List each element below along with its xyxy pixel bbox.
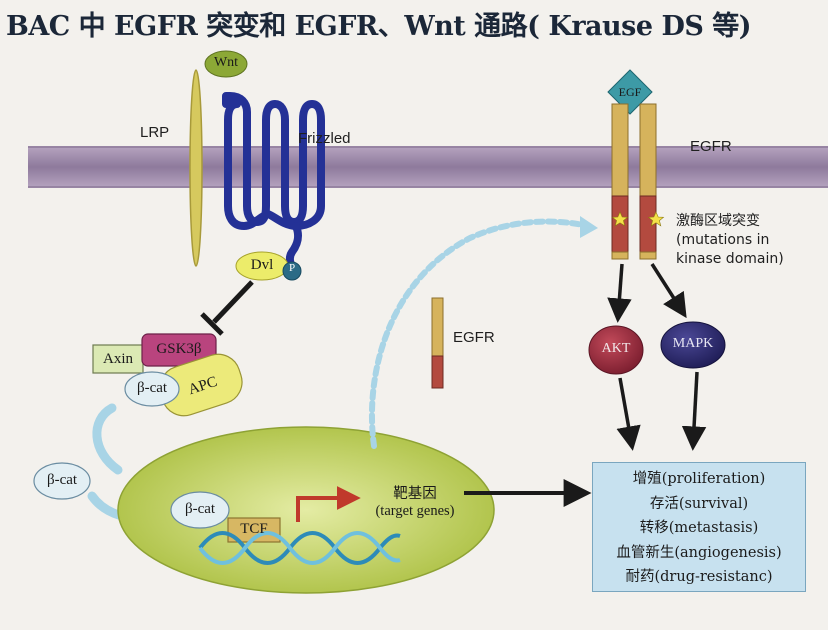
lrp-receptor xyxy=(189,69,203,267)
dna-strand-2 xyxy=(198,531,401,565)
outcomes-box: 增殖(proliferation) 存活(survival) 转移(metast… xyxy=(592,462,806,592)
mutation-star-right-icon xyxy=(647,211,665,227)
egfr-left-yellow xyxy=(611,103,629,197)
mapk-label: MAPK xyxy=(672,336,714,351)
egfr-left-red xyxy=(611,195,629,259)
mutation-label-cn: 激酶区域突变 xyxy=(676,213,760,229)
mutation-label: 激酶区域突变 (mutations in kinase domain) xyxy=(676,212,784,269)
wnt-label: Wnt xyxy=(213,55,239,70)
mutation-star-left-icon xyxy=(611,211,629,227)
egfr-right-yellow xyxy=(639,103,657,197)
egf-label: EGF xyxy=(618,85,642,99)
figure-title: BAC 中 EGFR 突变和 EGFR、Wnt 通路( Krause DS 等) xyxy=(6,11,752,42)
egf-ligand xyxy=(607,69,653,115)
akt-to-outcomes-arrow xyxy=(616,377,641,451)
tcf-label: TCF xyxy=(240,521,268,537)
inhibition-line xyxy=(212,280,254,324)
phospho-group xyxy=(282,261,302,281)
complex-beta-cat xyxy=(124,371,180,407)
target-genes-label: 靶基因 (target genes) xyxy=(360,486,470,520)
free-beta-cat-label: β-cat xyxy=(46,472,78,488)
egfr-left-tip xyxy=(611,251,629,260)
nuclear-beta-cat xyxy=(170,491,230,529)
frizzled-label: Frizzled xyxy=(298,130,351,147)
target-genes-cn: 靶基因 xyxy=(393,486,437,502)
phospho-label: P xyxy=(288,262,296,274)
egfr-to-mapk-arrow xyxy=(650,263,687,319)
cell-membrane xyxy=(28,146,828,188)
outcome-angiogenesis: 血管新生(angiogenesis) xyxy=(616,544,782,561)
nucleus xyxy=(117,426,495,594)
target-genes-en: (target genes) xyxy=(375,503,455,519)
nuclear-egfr-yellow xyxy=(431,297,444,357)
inhibition-bar xyxy=(200,312,224,336)
mutation-label-en-1: (mutations in xyxy=(676,232,770,248)
outcome-proliferation: 增殖(proliferation) xyxy=(632,471,766,487)
akt-node xyxy=(588,325,644,375)
lrp-label: LRP xyxy=(140,124,170,141)
outcome-drug-resistance: 耐药(drug-resistanc) xyxy=(625,569,773,585)
free-beta-cat xyxy=(33,462,91,500)
nuclear-egfr-red xyxy=(431,355,444,389)
egfr-right-tip xyxy=(639,251,657,260)
nuclear-beta-cat-label: β-cat xyxy=(184,501,216,517)
beta-cat-release-arrow xyxy=(92,403,123,475)
axin-label: Axin xyxy=(103,351,133,367)
nuclear-egfr-label: EGFR xyxy=(453,329,495,346)
egfr-right-red xyxy=(639,195,657,259)
mapk-to-outcomes-arrow xyxy=(681,371,707,451)
mapk-node xyxy=(660,321,726,369)
mutation-label-en-2: kinase domain) xyxy=(676,251,784,267)
egfr-to-akt-arrow xyxy=(607,263,632,323)
transcription-arrow xyxy=(296,486,361,522)
dvl-label: Dvl xyxy=(250,257,274,273)
outcome-survival: 存活(survival) xyxy=(649,495,749,512)
egfr-translocation-arrow xyxy=(368,218,591,449)
gsk3b-label: GSK3β xyxy=(156,341,202,357)
egfr-label: EGFR xyxy=(690,138,732,155)
complex-beta-cat-label: β-cat xyxy=(136,380,168,396)
egfr-translocation-head xyxy=(580,216,598,238)
wnt-ligand xyxy=(204,50,248,78)
frizzled-receptor xyxy=(222,92,325,230)
outcome-metastasis: 转移(metastasis) xyxy=(639,520,759,536)
akt-label: AKT xyxy=(601,341,631,356)
